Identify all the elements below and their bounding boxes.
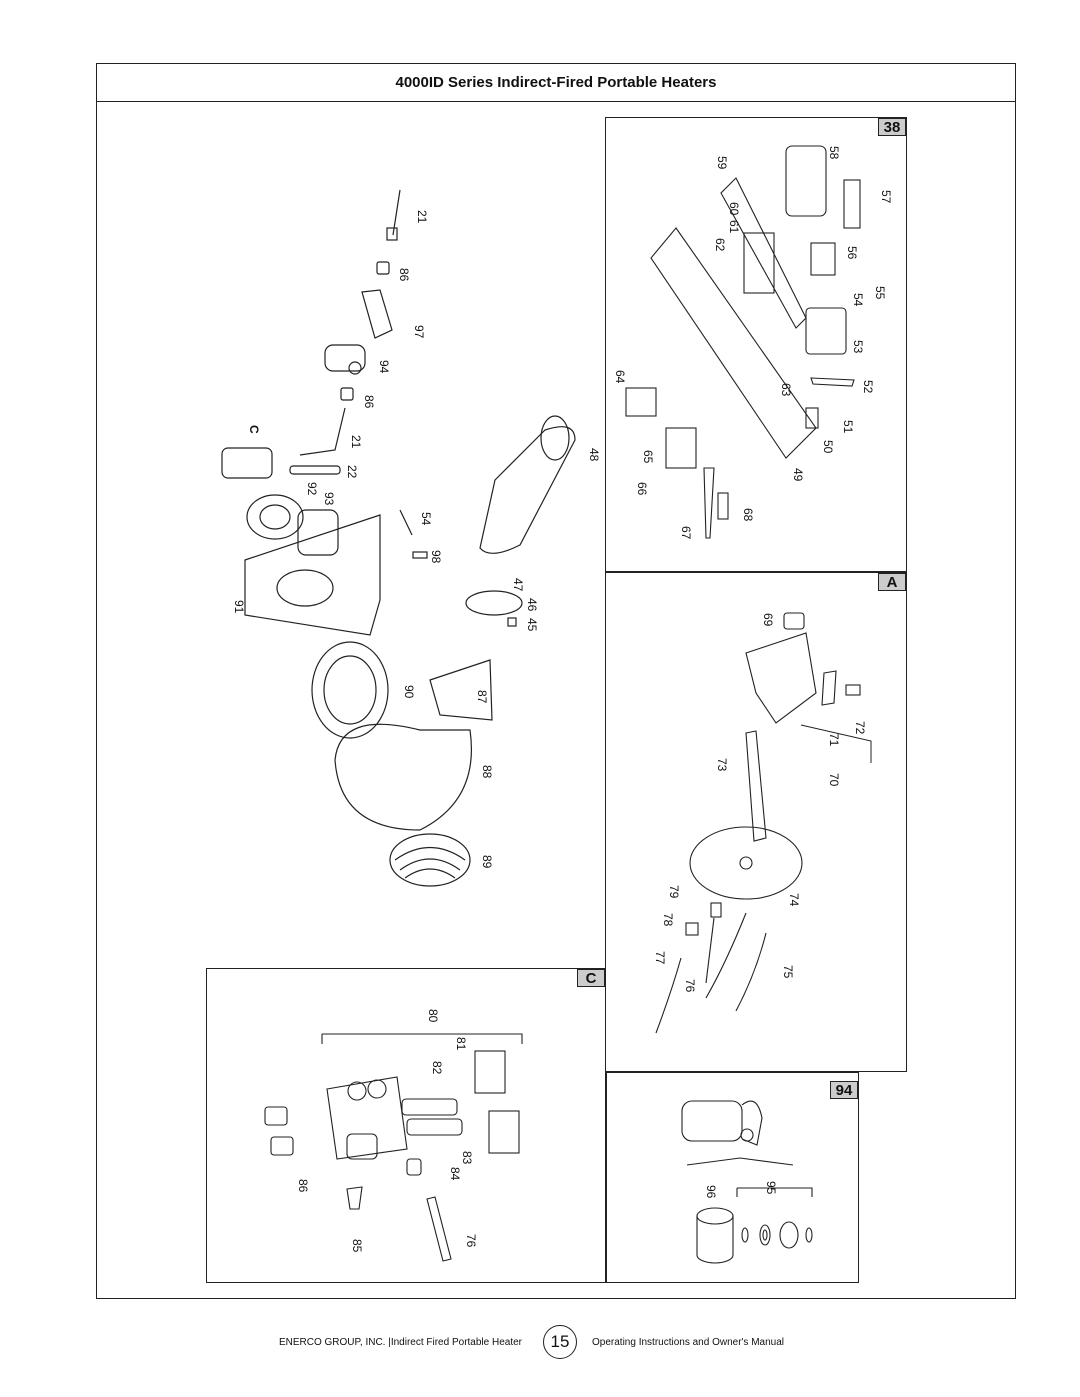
- page-frame: 4000ID Series Indirect-Fired Portable He…: [96, 63, 1016, 1299]
- callout-label: 73: [715, 758, 729, 772]
- callout-label: 50: [821, 440, 835, 454]
- callout-label: 91: [232, 600, 246, 614]
- callout-label: 75: [781, 965, 795, 979]
- inset-tag: C: [577, 969, 605, 987]
- callout-label: 84: [448, 1167, 462, 1181]
- inset-tag: A: [878, 573, 906, 591]
- callout-label: 76: [464, 1234, 478, 1248]
- callout-label: 82: [430, 1061, 444, 1075]
- inset-38: 38 59 58 57 60 61 62 56 55 54 5: [605, 117, 907, 572]
- callout-label: 45: [525, 618, 539, 632]
- callout-label: 88: [480, 765, 494, 779]
- inset-c-diagram: 80 81 82 83 84 86 85 76: [264, 1009, 523, 1262]
- callout-label: 89: [480, 855, 494, 869]
- inset-tag: 38: [878, 118, 906, 136]
- callout-label: 51: [841, 420, 855, 434]
- callout-label: 58: [827, 146, 841, 160]
- callout-label: 85: [350, 1239, 364, 1253]
- callout-label: 21: [349, 435, 363, 449]
- inset-a-diagram: 69 72 71 73 70 79 74 78 77 76 75: [653, 612, 872, 1034]
- callout-label: 62: [713, 238, 727, 252]
- callout-label: 71: [827, 733, 841, 747]
- callout-label: 76: [683, 979, 697, 993]
- callout-label: 61: [727, 220, 741, 234]
- callout-label: 56: [845, 246, 859, 260]
- inset-94: 94 95 96: [606, 1072, 859, 1283]
- footer-manual-title: Operating Instructions and Owner's Manua…: [592, 1337, 785, 1348]
- page-title: 4000ID Series Indirect-Fired Portable He…: [395, 74, 717, 91]
- callout-label: 46: [525, 598, 539, 612]
- callout-label: 86: [362, 395, 376, 409]
- callout-label: 54: [419, 512, 433, 526]
- inset-94-diagram: 95 96: [681, 1100, 813, 1264]
- callout-label: 95: [764, 1181, 778, 1195]
- callout-label: 94: [377, 360, 391, 374]
- callout-label: 66: [635, 482, 649, 496]
- callout-label: 57: [879, 190, 893, 204]
- callout-label: 80: [426, 1009, 440, 1023]
- page-footer: ENERCO GROUP, INC. |Indirect Fired Porta…: [0, 1325, 1080, 1359]
- callout-label: 83: [460, 1151, 474, 1165]
- callout-label: 93: [322, 492, 336, 506]
- callout-label: 81: [454, 1037, 468, 1051]
- callout-label: 21: [415, 210, 429, 224]
- callout-label: 60: [727, 202, 741, 216]
- callout-label: 53: [851, 340, 865, 354]
- callout-label: 49: [791, 468, 805, 482]
- callout-label: 63: [779, 383, 793, 397]
- callout-label: 87: [475, 690, 489, 704]
- callout-label: 78: [661, 913, 675, 927]
- callout-label: C: [247, 425, 261, 434]
- callout-label: 59: [715, 156, 729, 170]
- callout-label: 52: [861, 380, 875, 394]
- callout-label: 55: [873, 286, 887, 300]
- callout-label: 72: [853, 721, 867, 735]
- inset-38-diagram: 59 58 57 60 61 62 56 55 54 53 64 63 52 5…: [613, 145, 893, 540]
- callout-label: 64: [613, 370, 627, 384]
- callout-label: 79: [667, 885, 681, 899]
- callout-label: 86: [397, 268, 411, 282]
- callout-label: 47: [511, 578, 525, 592]
- callout-label: 67: [679, 526, 693, 540]
- footer-company: ENERCO GROUP, INC. |Indirect Fired Porta…: [278, 1337, 522, 1348]
- callout-label: 86: [296, 1179, 310, 1193]
- callout-label: 65: [641, 450, 655, 464]
- callout-label: 77: [653, 951, 667, 965]
- inset-tag: 94: [830, 1081, 858, 1099]
- callout-label: 22: [345, 465, 359, 479]
- page-number: 15: [543, 1325, 577, 1359]
- callout-label: 68: [741, 508, 755, 522]
- callout-label: 70: [827, 773, 841, 787]
- callout-label: 48: [587, 448, 601, 462]
- callout-label: 98: [429, 550, 443, 564]
- callout-label: 54: [851, 293, 865, 307]
- callout-label: 69: [761, 613, 775, 627]
- inset-a: A 69 72 71 73 70 79 74 78 77: [605, 572, 907, 1072]
- callout-label: 92: [305, 482, 319, 496]
- callout-label: 97: [412, 325, 426, 339]
- callout-label: 74: [787, 893, 801, 907]
- callout-label: 90: [402, 685, 416, 699]
- inset-c: C 80 81 82 83 84 86 85 76: [206, 968, 606, 1283]
- callout-label: 96: [704, 1185, 718, 1199]
- title-bar: 4000ID Series Indirect-Fired Portable He…: [97, 64, 1015, 102]
